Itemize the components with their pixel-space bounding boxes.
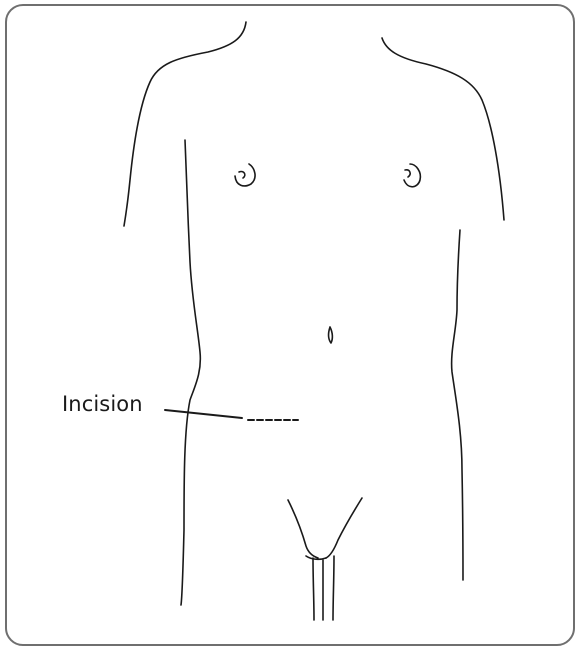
right-nipple-inner [405,170,410,177]
right-torso-outline [452,230,463,580]
right-shoulder-arm-outline [382,38,504,220]
groin-right-line [326,498,362,558]
left-torso-outline [181,140,200,605]
incision-label: Incision [62,394,143,415]
right-inner-thigh [333,556,334,620]
left-inner-thigh [313,558,314,620]
right-nipple [404,164,420,187]
left-shoulder-arm-outline [124,22,246,226]
navel [329,327,333,343]
incision-pointer-line [165,410,242,418]
groin-left-line [288,500,318,558]
left-nipple-inner [239,172,245,178]
